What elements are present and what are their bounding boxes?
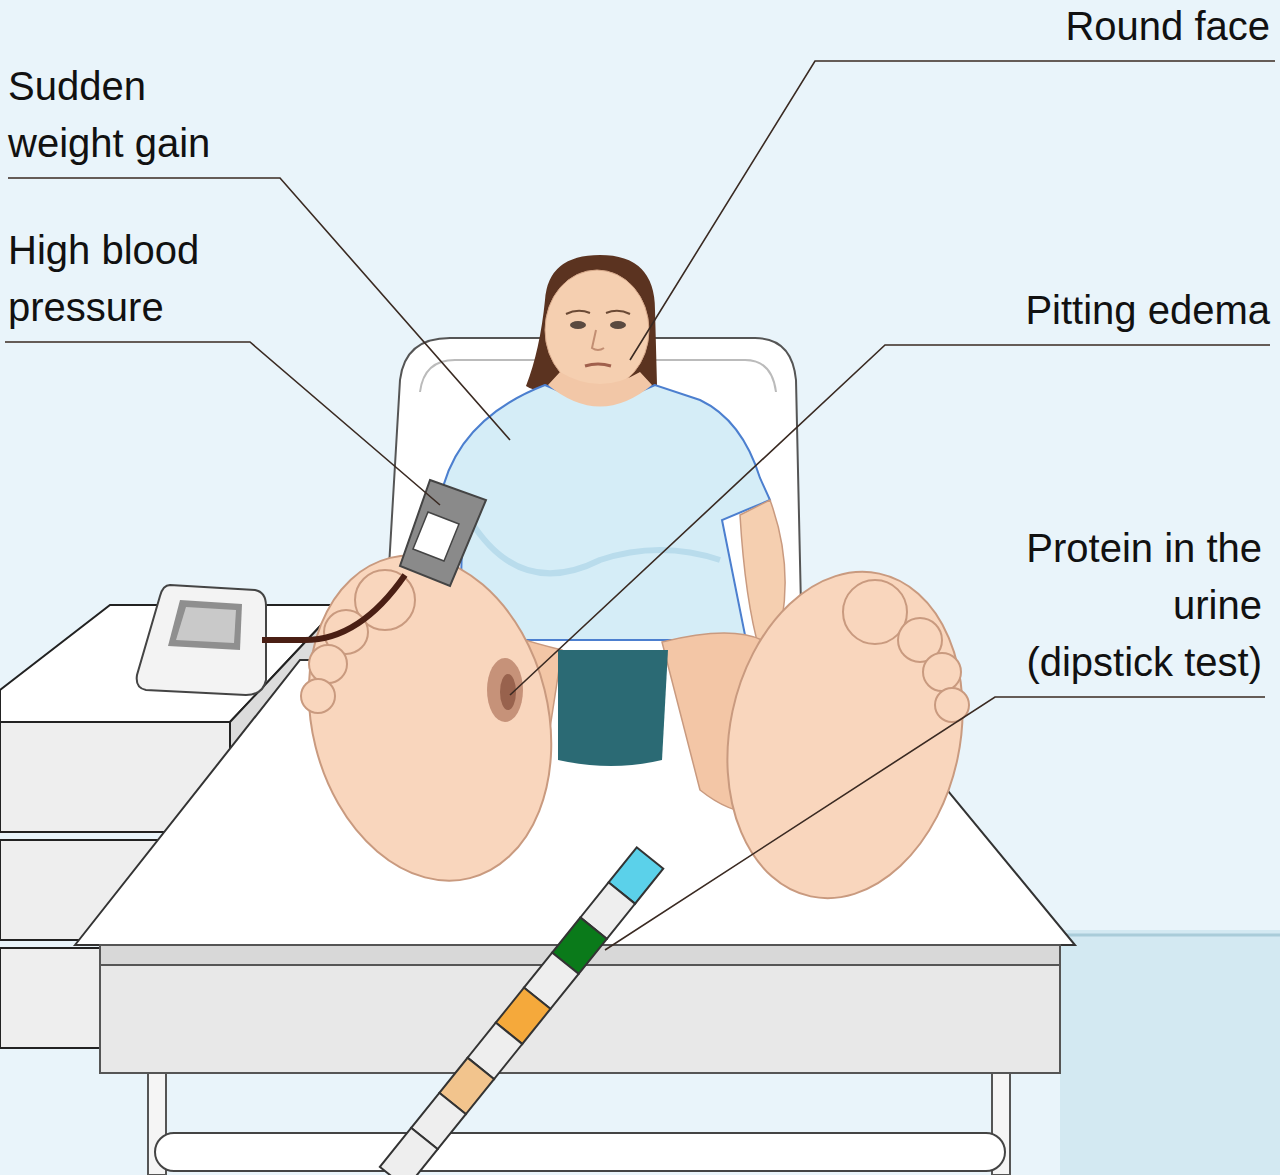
right-foot — [698, 550, 992, 921]
blood-pressure-cuff-part — [413, 512, 459, 561]
bp-monitor — [137, 585, 266, 695]
right-foot-part — [923, 653, 961, 691]
left-foot-part — [276, 529, 585, 906]
dipstick — [380, 847, 663, 1175]
left-foot-part — [487, 658, 523, 722]
exam-table-base — [100, 945, 1060, 1175]
leader-line — [630, 61, 1275, 360]
leader-line — [5, 342, 440, 505]
left-foot-part — [301, 679, 335, 713]
callout-label: Protein in the urine (dipstick test) — [1018, 520, 1262, 691]
callout-label: Round face — [820, 0, 1270, 55]
leader-line — [510, 345, 1270, 695]
blood-pressure-cuff — [262, 480, 486, 640]
leader-line — [8, 178, 510, 440]
right-foot-part — [698, 550, 992, 921]
blood-pressure-cuff-part — [400, 480, 486, 586]
legs-part — [558, 650, 668, 766]
bp-monitor-part — [168, 600, 242, 650]
patient-part — [585, 364, 611, 366]
bp-monitor-part — [176, 607, 236, 643]
patient-part — [610, 321, 626, 329]
callout-label: High blood pressure — [8, 222, 258, 336]
bp-monitor-part — [137, 585, 266, 695]
patient-part — [570, 321, 586, 329]
floor — [1060, 930, 1280, 1175]
callout-label: Pitting edema — [890, 282, 1270, 339]
exam-table-base-part — [155, 1133, 1005, 1171]
blood-pressure-cuff-part — [262, 575, 405, 640]
floor-part — [1060, 930, 1280, 1175]
patient-part — [526, 255, 657, 391]
patient-part — [548, 372, 652, 407]
patient-part — [566, 311, 630, 314]
callout-label: Sudden weight gain — [8, 58, 263, 172]
patient-part — [592, 330, 604, 350]
right-foot-part — [843, 580, 907, 644]
patient-part — [470, 520, 720, 573]
leader-line — [605, 697, 1265, 950]
floor-part — [1060, 934, 1280, 937]
left-foot — [276, 529, 585, 906]
patient-part — [545, 270, 649, 390]
dipstick-part — [380, 1128, 438, 1175]
left-foot-part — [309, 645, 347, 683]
